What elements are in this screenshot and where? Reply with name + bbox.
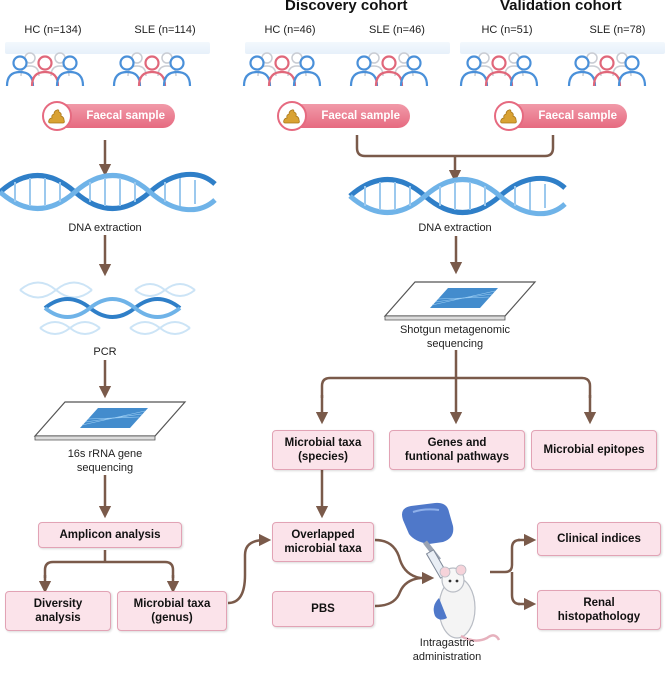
clinical-indices-box: Clinical indices bbox=[537, 522, 661, 556]
right-dna-extraction-label: DNA extraction bbox=[418, 222, 492, 234]
group-band-validation bbox=[460, 42, 665, 54]
faecal-sample-discovery: Faecal sample bbox=[277, 101, 410, 131]
pcr-label: PCR bbox=[93, 346, 117, 358]
people-icon-val-hc bbox=[461, 53, 537, 86]
people-icon-left-hc bbox=[7, 53, 83, 86]
administration-label: Intragastric administration bbox=[402, 636, 492, 664]
taxa-species-line2: (species) bbox=[298, 451, 348, 463]
admin-line1: Intragastric bbox=[419, 637, 475, 649]
group-label-left-hc: HC (n=134) bbox=[24, 24, 82, 36]
group-label-disc-sle: SLE (n=46) bbox=[369, 24, 425, 36]
left-seq-label: 16s rRNA gene sequencing bbox=[50, 447, 160, 475]
microbial-taxa-species-box: Microbial taxa (species) bbox=[272, 430, 374, 470]
right-seq-line1: Shotgun metagenomic bbox=[399, 324, 511, 336]
faecal-sample-left: Faecal sample bbox=[42, 101, 175, 131]
pcr-helix-group bbox=[19, 281, 196, 335]
arrow-pbs-to-mouse bbox=[374, 576, 421, 608]
faecal-sample-label: Faecal sample bbox=[86, 110, 165, 122]
validation-cohort-title: Validation cohort bbox=[500, 0, 622, 14]
glove-icon bbox=[402, 502, 454, 562]
group-label-disc-hc: HC (n=46) bbox=[264, 24, 316, 36]
dna-helix-layer bbox=[0, 170, 669, 220]
mouse-icon bbox=[433, 564, 501, 642]
diversity-analysis-box: Diversity analysis bbox=[5, 591, 111, 631]
genes-line2: funtional pathways bbox=[404, 451, 510, 463]
dna-helix-right bbox=[350, 178, 565, 213]
people-icon-left-sle bbox=[114, 53, 190, 86]
overlap-line2: microbial taxa bbox=[284, 543, 362, 555]
taxa-species-line1: Microbial taxa bbox=[284, 437, 362, 449]
left-seq-line1: 16s rRNA gene bbox=[67, 448, 143, 460]
diversity-line1: Diversity bbox=[33, 598, 83, 610]
left-dna-extraction-label: DNA extraction bbox=[68, 222, 142, 234]
right-seq-line2: sequencing bbox=[426, 338, 484, 350]
sequencing-chip-left bbox=[33, 401, 187, 441]
left-seq-line2: sequencing bbox=[76, 462, 134, 474]
people-icon-disc-sle bbox=[351, 53, 427, 86]
pbs-box: PBS bbox=[272, 591, 374, 627]
admin-line2: administration bbox=[412, 651, 482, 663]
microbial-taxa-genus-box: Microbial taxa (genus) bbox=[117, 591, 227, 631]
arrow-overlap-to-mouse bbox=[374, 538, 421, 580]
people-icon-val-sle bbox=[569, 53, 645, 86]
faecal-sample-validation: Faecal sample bbox=[494, 101, 627, 131]
poop-icon bbox=[42, 101, 72, 131]
faecal-sample-label: Faecal sample bbox=[538, 110, 617, 122]
microbial-epitopes-box: Microbial epitopes bbox=[531, 430, 657, 470]
amplicon-split bbox=[43, 550, 175, 578]
group-band-discovery bbox=[245, 42, 450, 54]
mouse-gavage-illustration bbox=[402, 502, 501, 642]
poop-icon bbox=[277, 101, 307, 131]
faecal-sample-label: Faecal sample bbox=[321, 110, 400, 122]
group-label-left-sle: SLE (n=114) bbox=[134, 24, 196, 36]
group-label-val-hc: HC (n=51) bbox=[481, 24, 533, 36]
people-icon-disc-hc bbox=[244, 53, 320, 86]
renal-histopathology-box: Renal histopathology bbox=[537, 590, 661, 630]
taxa-genus-line1: Microbial taxa bbox=[133, 598, 211, 610]
overlap-line1: Overlapped bbox=[291, 529, 355, 541]
group-band-left bbox=[5, 42, 210, 54]
discovery-cohort-title: Discovery cohort bbox=[285, 0, 408, 14]
right-seq-label: Shotgun metagenomic sequencing bbox=[380, 323, 530, 351]
group-label-val-sle: SLE (n=78) bbox=[589, 24, 646, 36]
people-icons-layer bbox=[0, 54, 669, 94]
genes-line1: Genes and bbox=[427, 437, 487, 449]
taxa-genus-line2: (genus) bbox=[151, 612, 193, 624]
genes-pathways-box: Genes and funtional pathways bbox=[389, 430, 525, 470]
merge-bracket bbox=[355, 135, 555, 158]
dna-helix-left bbox=[0, 174, 215, 209]
renal-line1: Renal bbox=[583, 597, 615, 609]
sequencing-chip-right bbox=[383, 281, 537, 321]
diversity-line2: analysis bbox=[35, 612, 81, 624]
amplicon-analysis-box: Amplicon analysis bbox=[38, 522, 182, 548]
overlapped-taxa-box: Overlapped microbial taxa bbox=[272, 522, 374, 562]
poop-icon bbox=[494, 101, 524, 131]
arrow-genus-to-overlap bbox=[227, 533, 272, 605]
renal-line2: histopathology bbox=[557, 611, 641, 623]
